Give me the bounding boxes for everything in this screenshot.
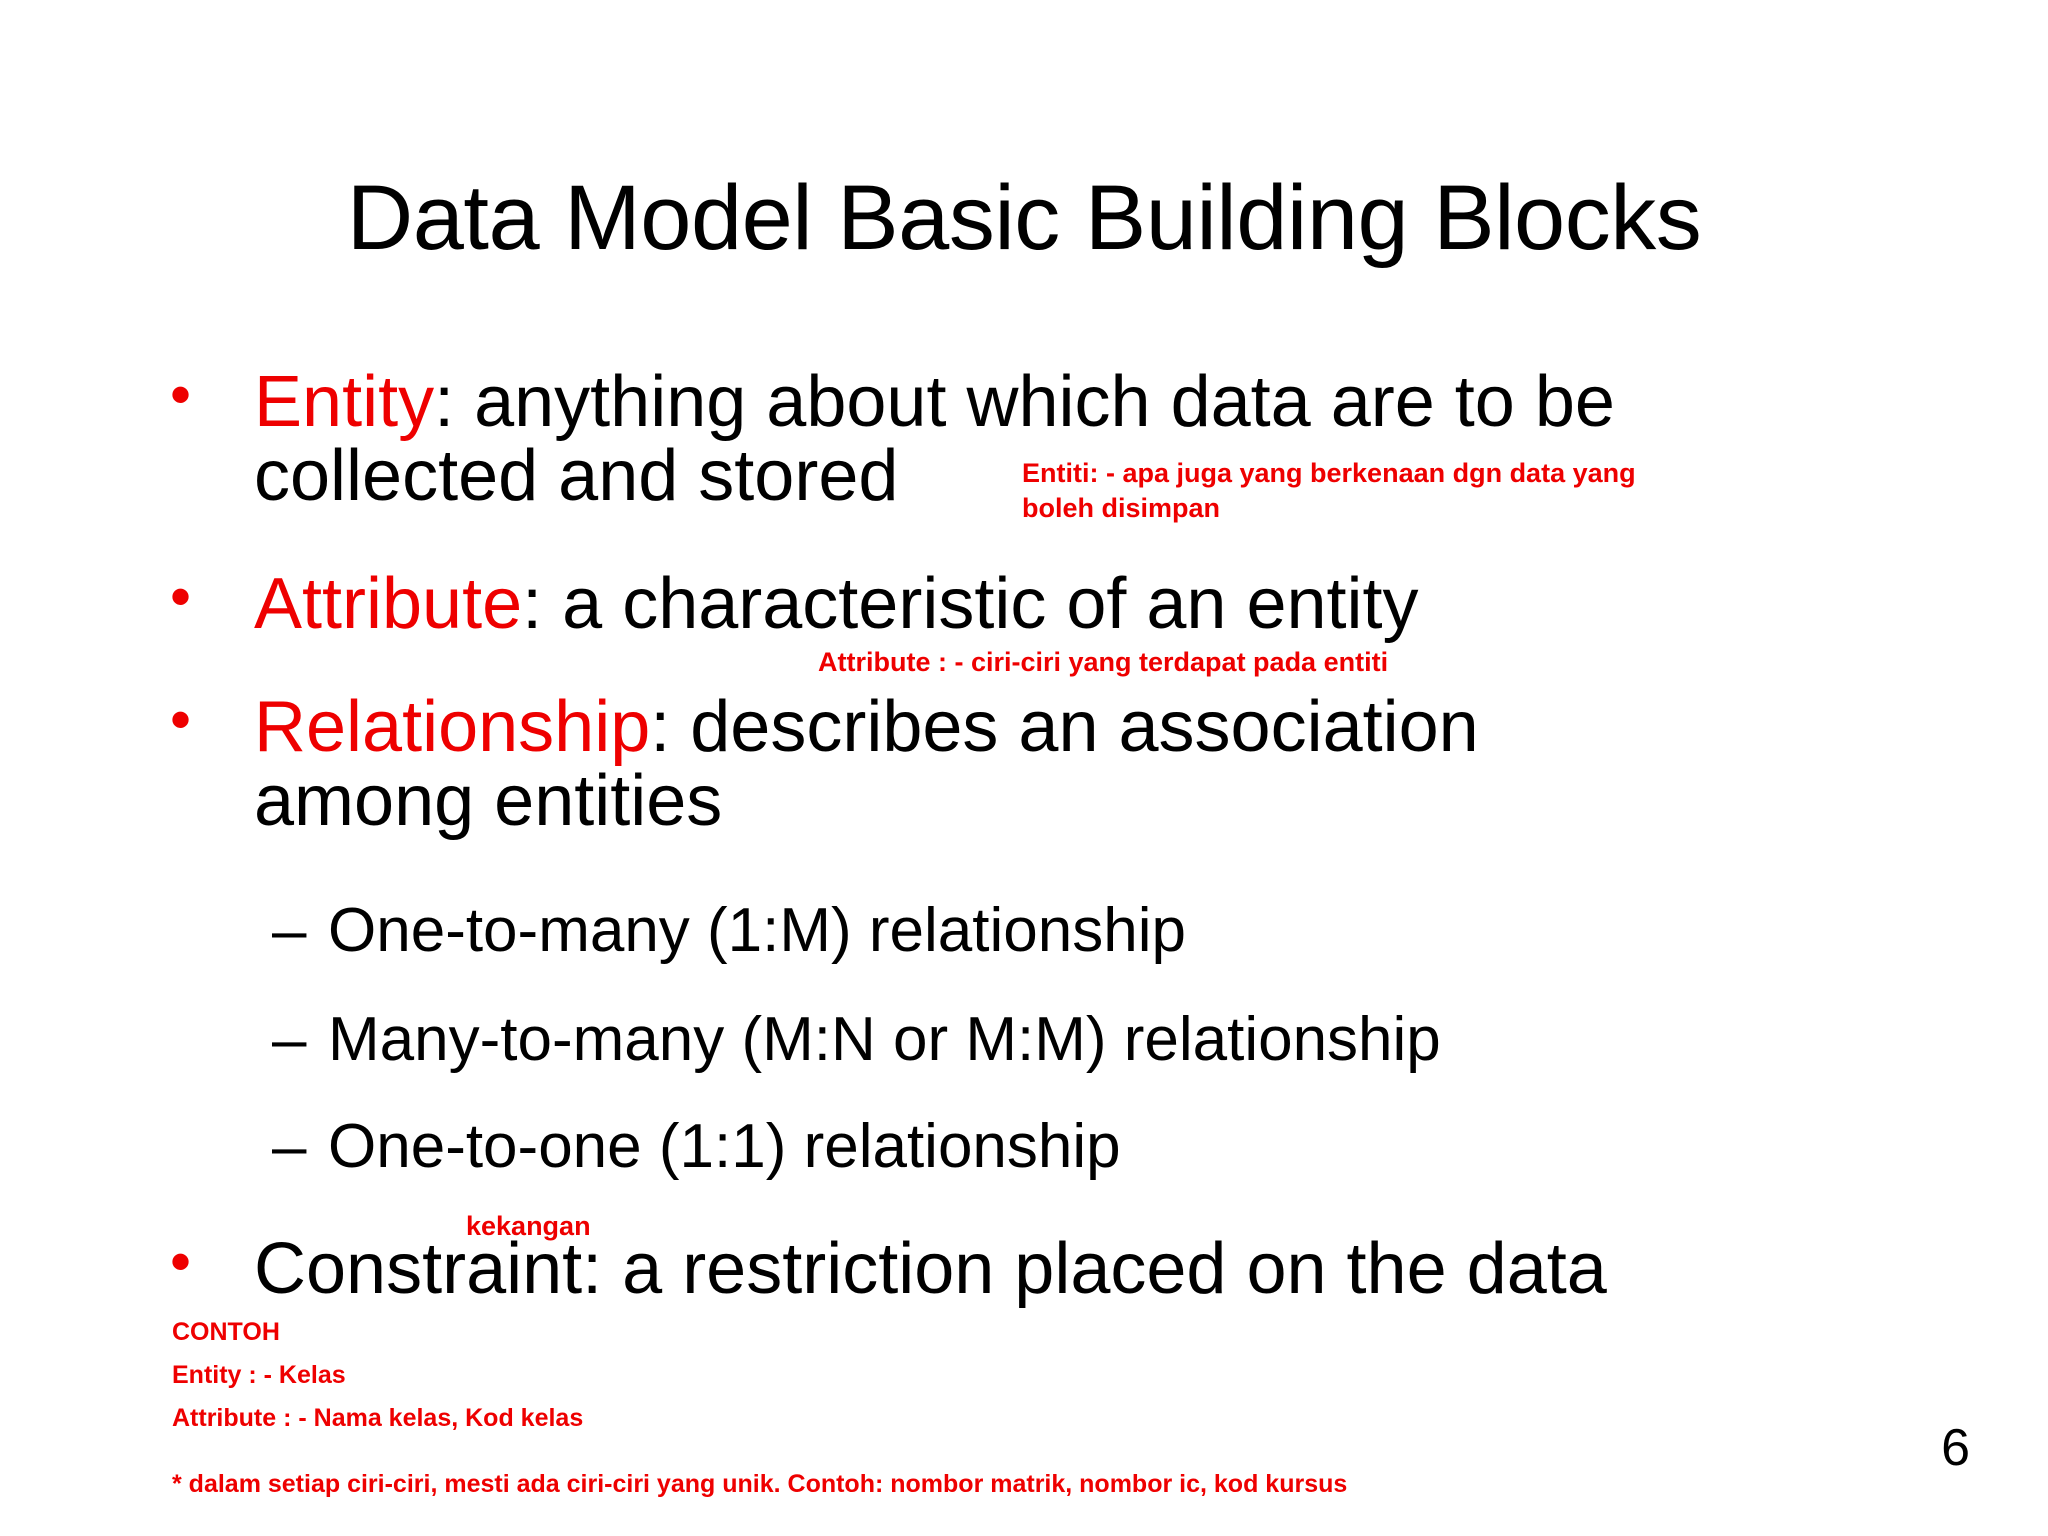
bullet-entity-rest: : anything about which data are to be co… — [254, 362, 1615, 517]
sub-bullet-one-to-one-label: One-to-one (1:1) relationship — [328, 1112, 1121, 1181]
annotation-entity-note-line1: Entiti: - apa juga yang berkenaan dgn da… — [1022, 458, 1636, 488]
bullet-entity: • Entity: anything about which data are … — [170, 361, 1690, 514]
annotation-entity-note-line2: boleh disimpan — [1022, 492, 1221, 523]
bullet-relationship-text: Relationship: describes an association a… — [254, 690, 1650, 838]
bullet-marker-icon: • — [170, 563, 192, 630]
sub-bullet-one-to-one: –One-to-one (1:1) relationship — [272, 1116, 1121, 1178]
annotation-contoh-heading: CONTOH — [172, 1318, 280, 1346]
bullet-attribute-text: Attribute: a characteristic of an entity — [254, 567, 1690, 641]
bullet-attribute: • Attribute: a characteristic of an enti… — [170, 563, 1690, 642]
sub-bullet-one-to-many: –One-to-many (1:M) relationship — [272, 900, 1186, 962]
page-number: 6 — [1941, 1419, 1970, 1477]
bullet-marker-icon: • — [170, 686, 192, 753]
bullet-marker-icon: • — [170, 361, 192, 428]
bullet-entity-text: Entity: anything about which data are to… — [254, 365, 1690, 513]
sub-bullet-many-to-many: –Many-to-many (M:N or M:M) relationship — [272, 1009, 1441, 1071]
annotation-attribute-note: Attribute : - ciri-ciri yang terdapat pa… — [818, 647, 1389, 677]
bullet-marker-icon: • — [170, 1228, 192, 1295]
bullet-relationship-keyword: Relationship — [254, 687, 651, 767]
page-title: Data Model Basic Building Blocks — [346, 167, 1702, 269]
dash-marker-icon: – — [272, 1112, 307, 1181]
sub-bullet-many-to-many-label: Many-to-many (M:N or M:M) relationship — [328, 1005, 1441, 1074]
bullet-relationship: • Relationship: describes an association… — [170, 686, 1650, 839]
bullet-attribute-keyword: Attribute — [254, 564, 523, 644]
annotation-constraint-note: kekangan — [466, 1211, 591, 1241]
annotation-contoh-entity: Entity : - Kelas — [172, 1361, 346, 1389]
bullet-attribute-rest: : a characteristic of an entity — [522, 564, 1419, 644]
annotation-contoh-attribute: Attribute : - Nama kelas, Kod kelas — [172, 1404, 584, 1432]
sub-bullet-one-to-many-label: One-to-many (1:M) relationship — [328, 896, 1186, 965]
annotation-footnote: * dalam setiap ciri-ciri, mesti ada ciri… — [172, 1470, 1348, 1498]
bullet-entity-keyword: Entity — [254, 362, 435, 442]
dash-marker-icon: – — [272, 896, 307, 965]
bullet-relationship-rest: : describes an association among entitie… — [254, 687, 1479, 842]
dash-marker-icon: – — [272, 1005, 307, 1074]
bullet-constraint: • Constraint: a restriction placed on th… — [170, 1228, 1730, 1309]
annotation-entity-note: Entiti: - apa juga yang berkenaan dgn da… — [1022, 456, 1702, 525]
bullet-constraint-text: Constraint: a restriction placed on the … — [254, 1229, 1607, 1309]
